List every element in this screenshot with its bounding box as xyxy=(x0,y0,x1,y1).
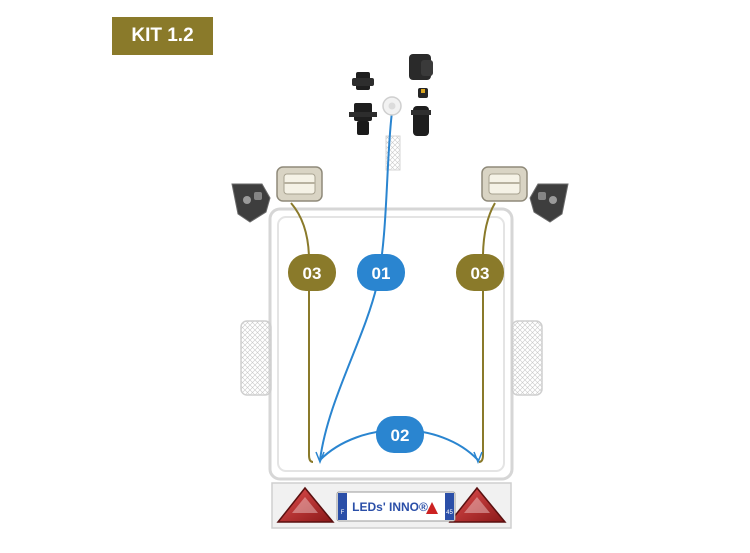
left-wheel xyxy=(240,320,272,396)
mounting-bracket-icon xyxy=(231,183,569,223)
plate-right-number: 45 xyxy=(446,510,453,516)
plate-left-letter: F xyxy=(341,510,345,516)
label-02 xyxy=(376,416,424,453)
label-03-right xyxy=(456,254,504,291)
right-wheel xyxy=(511,320,543,396)
cable-end-right xyxy=(473,451,483,465)
plug-connector-icon xyxy=(349,72,377,135)
trailer-frame-inner xyxy=(277,216,505,472)
kit-label: KIT 1.2 xyxy=(131,25,194,46)
brand-text: LEDs' INNO® xyxy=(352,500,428,514)
cable-end-left xyxy=(315,451,325,465)
plate-right-strip xyxy=(445,493,454,520)
license-plate-bar: F 45 LEDs' INNO® xyxy=(271,482,512,529)
light-housing-icon xyxy=(276,166,528,202)
label-03-left-text: 03 xyxy=(303,264,322,283)
socket-adapter-icon xyxy=(409,54,433,136)
label-03-right-text: 03 xyxy=(471,264,490,283)
warning-triangle-icon xyxy=(426,502,438,514)
cable-gland-icon xyxy=(382,96,402,116)
plate xyxy=(336,491,456,522)
label-02-text: 02 xyxy=(391,426,410,445)
label-01-text: 01 xyxy=(372,264,391,283)
label-03-left xyxy=(288,254,336,291)
plate-left-strip xyxy=(338,493,347,520)
label-01 xyxy=(357,254,405,291)
kit-badge: KIT 1.2 xyxy=(112,17,213,55)
cable-03-left xyxy=(290,202,314,463)
tail-light-icon xyxy=(276,486,507,523)
cable-03-right xyxy=(478,202,496,463)
